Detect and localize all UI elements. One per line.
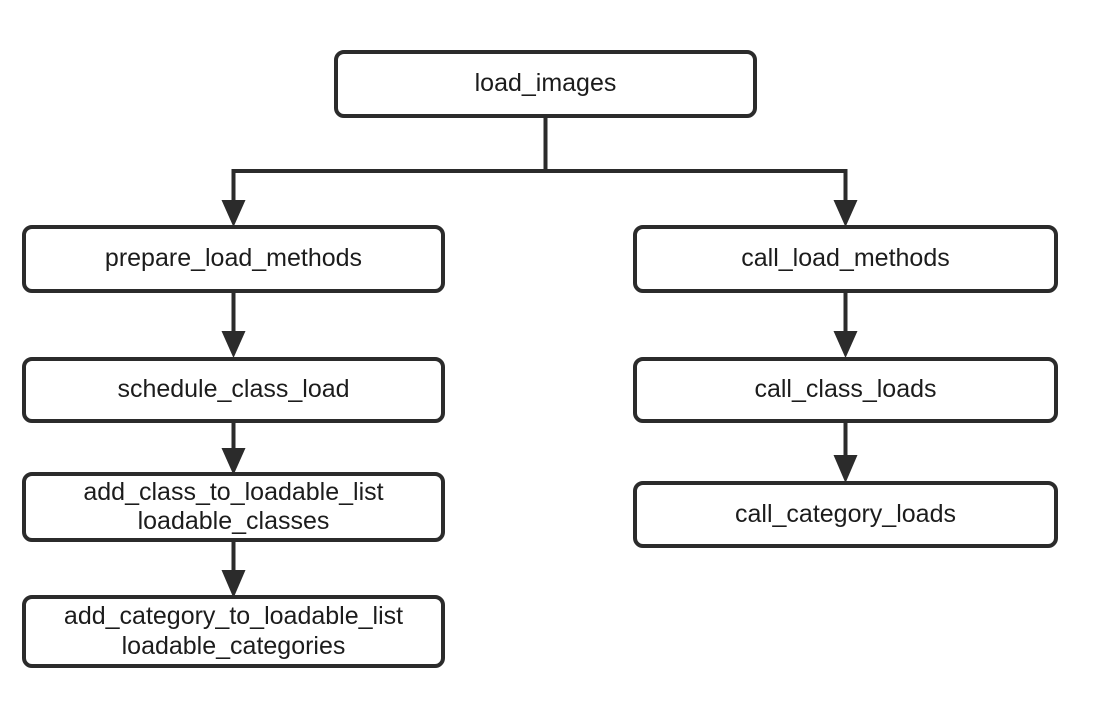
node-call-load-methods: call_load_methods: [633, 225, 1058, 293]
node-schedule-class-load: schedule_class_load: [22, 357, 445, 423]
edge-add_class_to_loadable_list-add_category_to_loadable_list: [221, 540, 246, 598]
edge-call_load_methods-call_class_loads: [833, 291, 858, 358]
edge-load_images-split: [233, 118, 846, 173]
node-call-class-loads: call_class_loads: [633, 357, 1058, 423]
node-prepare-load-methods: prepare_load_methods: [22, 225, 445, 293]
edge-load_images-prepare_load_methods: [221, 169, 246, 227]
node-add-class-to-loadable-list: add_class_to_loadable_list loadable_clas…: [22, 472, 445, 542]
edge-call_class_loads-call_category_loads: [833, 421, 858, 483]
edge-load_images-call_load_methods: [833, 169, 858, 227]
node-load-images: load_images: [334, 50, 757, 118]
edge-prepare_load_methods-schedule_class_load: [221, 291, 246, 358]
node-call-category-loads: call_category_loads: [633, 481, 1058, 548]
edge-schedule_class_load-add_class_to_loadable_list: [221, 421, 246, 475]
node-add-category-to-loadable-list: add_category_to_loadable_list loadable_c…: [22, 595, 445, 668]
